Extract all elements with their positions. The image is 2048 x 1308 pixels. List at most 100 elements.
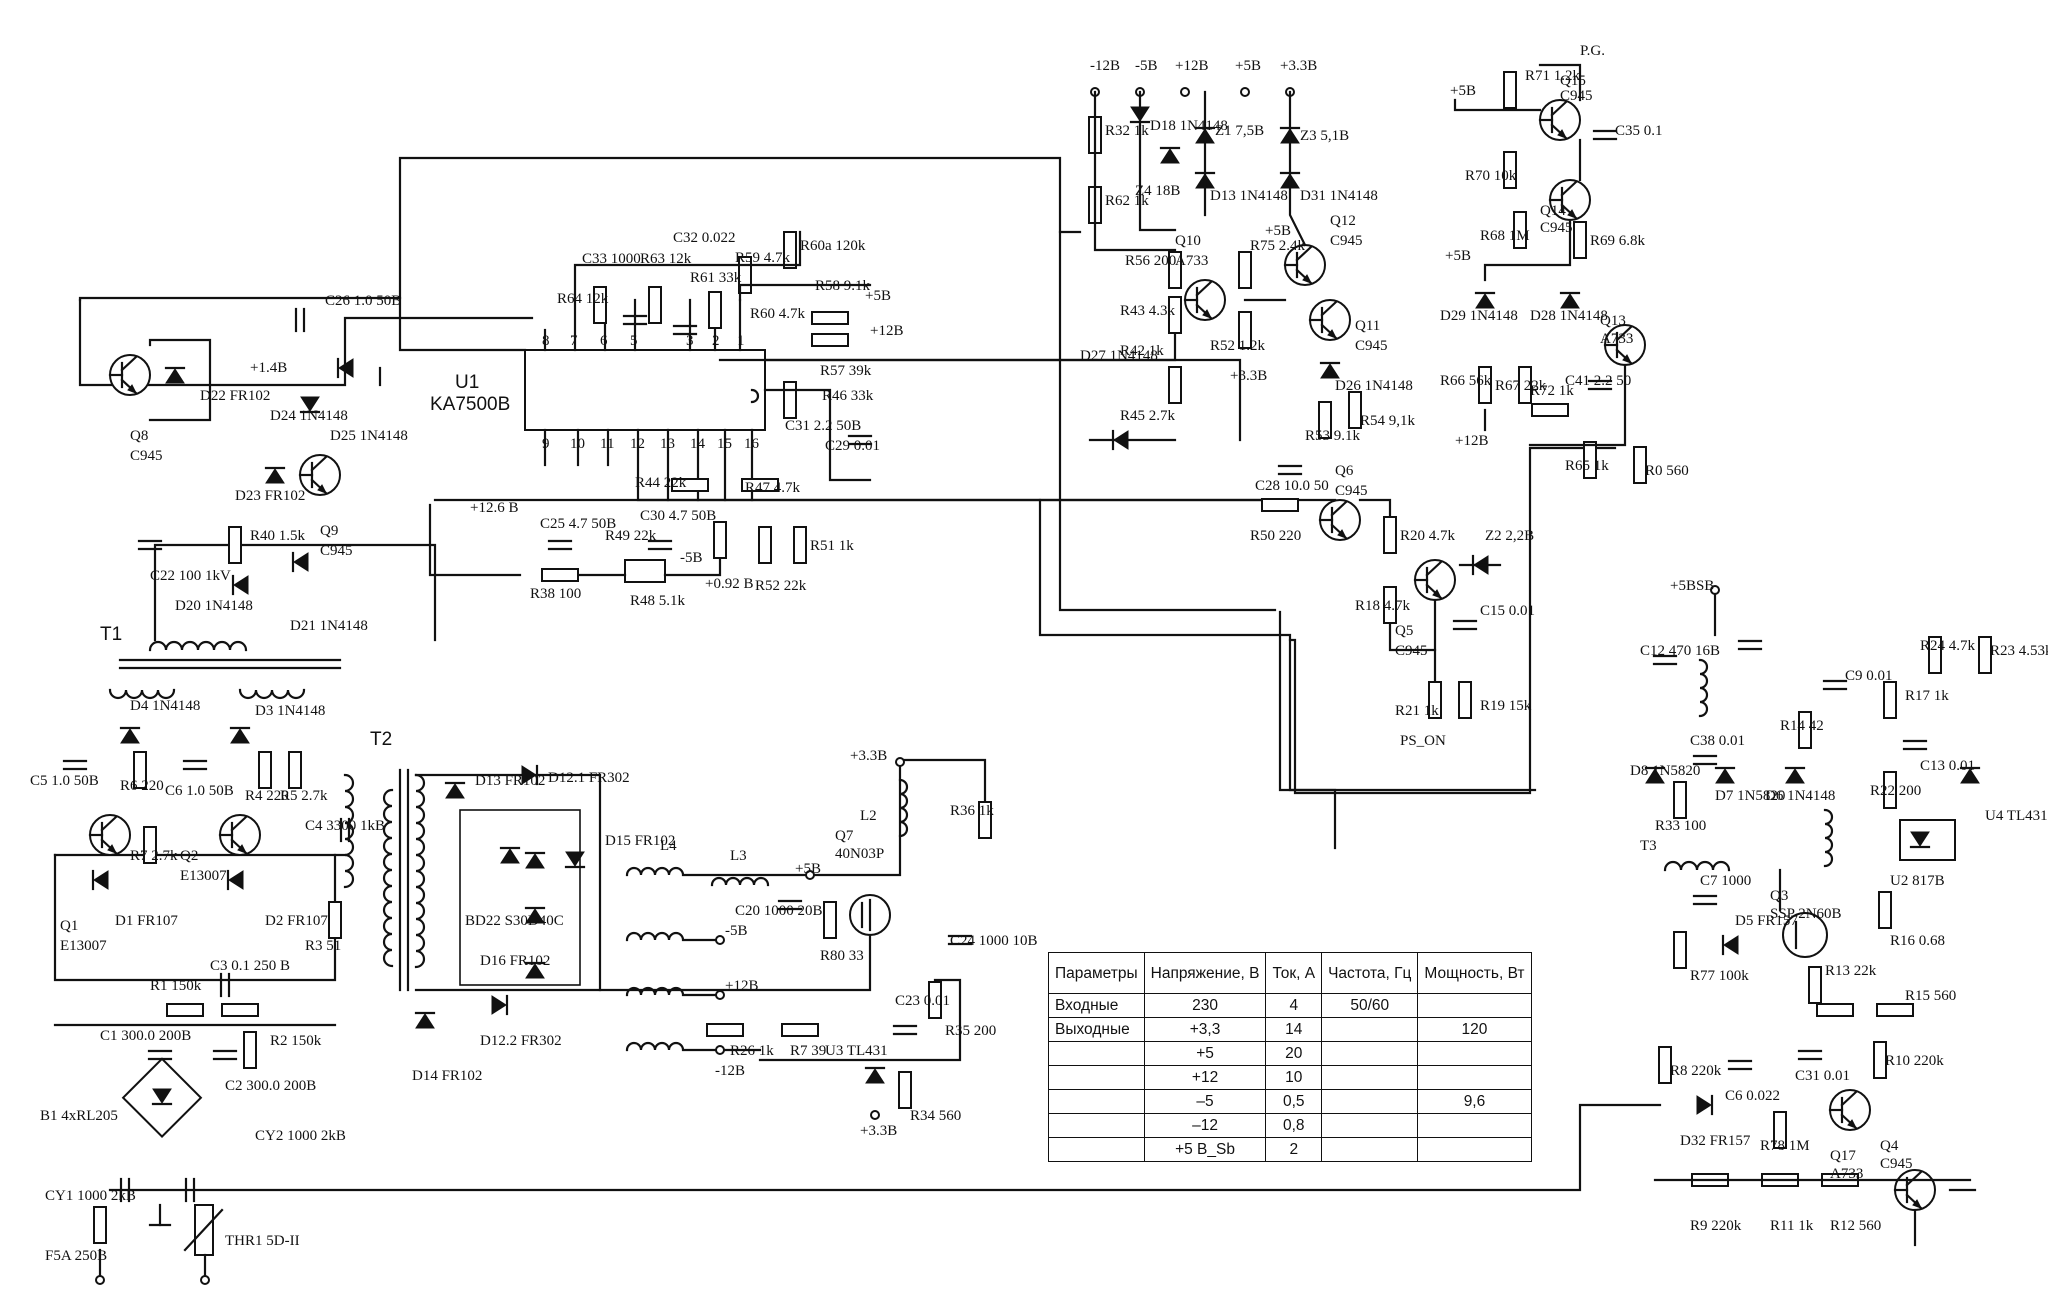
plus-0-92b-label: +0.92 B: [705, 576, 753, 592]
u4-label: U4 TL431: [1985, 808, 2048, 824]
r78-label: R78 1M: [1760, 1138, 1810, 1154]
table-cell: Входные: [1048, 993, 1145, 1018]
ic-bottom-pins: 9 10 11 12 13 14 15 16: [542, 428, 760, 502]
plus-3-3b-out-label: +3.3B: [850, 748, 887, 764]
table-cell: +5 В_Sb: [1143, 1137, 1267, 1162]
c31b-label: C31 0.01: [1795, 1068, 1850, 1084]
ic-pin-label: 1: [737, 333, 745, 349]
d4-label: D4 1N4148: [130, 698, 200, 714]
ic-pin-label: 2: [712, 333, 720, 349]
r0-label: R0 560: [1645, 463, 1689, 479]
table-cell: 230: [1143, 993, 1267, 1018]
r7b-label: R7 39: [790, 1043, 826, 1059]
r26-label: R26 1k: [730, 1043, 774, 1059]
d31-label: D31 1N4148: [1300, 188, 1378, 204]
table-cell: [1417, 993, 1532, 1018]
l2-label: L2: [860, 808, 877, 824]
minus-5b-fb-label: -5B: [680, 550, 703, 566]
table-cell: 0,5: [1265, 1089, 1323, 1114]
r16-label: R16 0.68: [1890, 933, 1945, 949]
d18-label: D18 1N4148: [1150, 118, 1228, 134]
d24-label: D24 1N4148: [270, 408, 348, 424]
d7-label: D7 1N5820: [1715, 788, 1785, 804]
main-wiring: [53, 156, 1662, 1192]
r68-label: R68 1M: [1480, 228, 1530, 244]
table-cell: 9,6: [1417, 1089, 1532, 1114]
plus-5b-top-label: +5B: [1235, 58, 1261, 74]
c31-label: C31 2.2 50B: [785, 418, 861, 434]
d32-label: D32 FR157: [1680, 1133, 1751, 1149]
t3-label: T3: [1640, 838, 1657, 854]
r23-label: R23 4.53k: [1990, 643, 2048, 659]
ic-pin-label: 6: [600, 333, 608, 349]
plus-3-3b-tl431-label: +3.3B: [860, 1123, 897, 1139]
r77-label: R77 100k: [1690, 968, 1749, 984]
plus-5b-d29-label: +5B: [1445, 248, 1471, 264]
z1-label: Z1 7,5B: [1215, 123, 1264, 139]
d8-label: D8 1N5820: [1630, 763, 1700, 779]
d25-label: D25 1N4148: [330, 428, 408, 444]
r33-label: R33 100: [1655, 818, 1706, 834]
r47-label: R47 4.7k: [745, 480, 801, 496]
d6-label: D6 1N4148: [1765, 788, 1835, 804]
table-row: –5 0,5 9,6: [1048, 1089, 1532, 1114]
table-cell: 14: [1265, 1017, 1323, 1042]
c15-label: C15 0.01: [1480, 603, 1535, 619]
ic-pin-label: 11: [600, 436, 614, 452]
table-cell: [1417, 1113, 1532, 1138]
ic-pin-label: 13: [660, 436, 675, 452]
q17-ref: Q17: [1830, 1148, 1856, 1164]
ic-pin-label: 5: [630, 333, 638, 349]
table-cell: [1321, 1017, 1419, 1042]
q1-part: E13007: [60, 938, 107, 954]
table-cell: 120: [1417, 1017, 1532, 1042]
r50-label: R50 220: [1250, 528, 1301, 544]
c13-label: C13 0.01: [1920, 758, 1975, 774]
q15-ref: Q15: [1560, 73, 1586, 89]
q12-ref: Q12: [1330, 213, 1356, 229]
r49-label: R49 22k: [605, 528, 657, 544]
l3-label: L3: [730, 848, 747, 864]
r4-label: R4 220: [245, 788, 289, 804]
q3-part: SSP 2N60B: [1770, 906, 1842, 922]
table-cell: [1321, 1089, 1419, 1114]
table-cell: +5: [1143, 1041, 1267, 1066]
q7-part: 40N03P: [835, 846, 884, 862]
u3-label: U3 TL431: [825, 1043, 888, 1059]
r3-label: R3 51: [305, 938, 341, 954]
q14-ref: Q14: [1540, 203, 1566, 219]
d1-label: D1 FR107: [115, 913, 178, 929]
r1-label: R1 150k: [150, 978, 202, 994]
plus-3-3b-q11-label: +3.3B: [1230, 368, 1267, 384]
q12-part: C945: [1330, 233, 1363, 249]
r69-label: R69 6.8k: [1590, 233, 1646, 249]
bd22-label: BD22 S30D40C: [465, 913, 564, 929]
c32-label: C32 0.022: [673, 230, 736, 246]
ic-pin-label: 14: [690, 436, 706, 452]
c5-label: C5 1.0 50B: [30, 773, 99, 789]
r67-label: R67 22k: [1495, 378, 1547, 394]
table-cell: 50/60: [1321, 993, 1419, 1018]
c25-label: C25 4.7 50B: [540, 516, 616, 532]
q4-ref: Q4: [1880, 1138, 1899, 1154]
minus-12b-top-label: -12B: [1090, 58, 1120, 74]
table-cell: [1321, 1137, 1419, 1162]
r14-label: R14 42: [1780, 718, 1824, 734]
r60-label: R60 4.7k: [750, 306, 806, 322]
z3-label: Z3 5,1B: [1300, 128, 1349, 144]
d22-label: D22 FR102: [200, 388, 270, 404]
r64-label: R64 12k: [557, 291, 609, 307]
r62-label: R62 1k: [1105, 193, 1149, 209]
u1-top-network: C33 1000 R63 12k R64 12k C32 0.022 R61 3…: [557, 230, 1177, 496]
q13-ref: Q13: [1600, 313, 1626, 329]
cy2-label: CY2 1000 2kB: [255, 1128, 346, 1144]
d27-label: D27 1N4148: [1080, 348, 1158, 364]
c33-label: C33 1000: [582, 251, 641, 267]
table-cell: [1321, 1113, 1419, 1138]
table-cell: –12: [1143, 1113, 1267, 1138]
q5-part: C945: [1395, 643, 1428, 659]
table-cell: [1048, 1113, 1145, 1138]
transformer-t1: T1: [100, 624, 342, 700]
r66-label: R66 56k: [1440, 373, 1492, 389]
plus-5b-q15-label: +5B: [1450, 83, 1476, 99]
